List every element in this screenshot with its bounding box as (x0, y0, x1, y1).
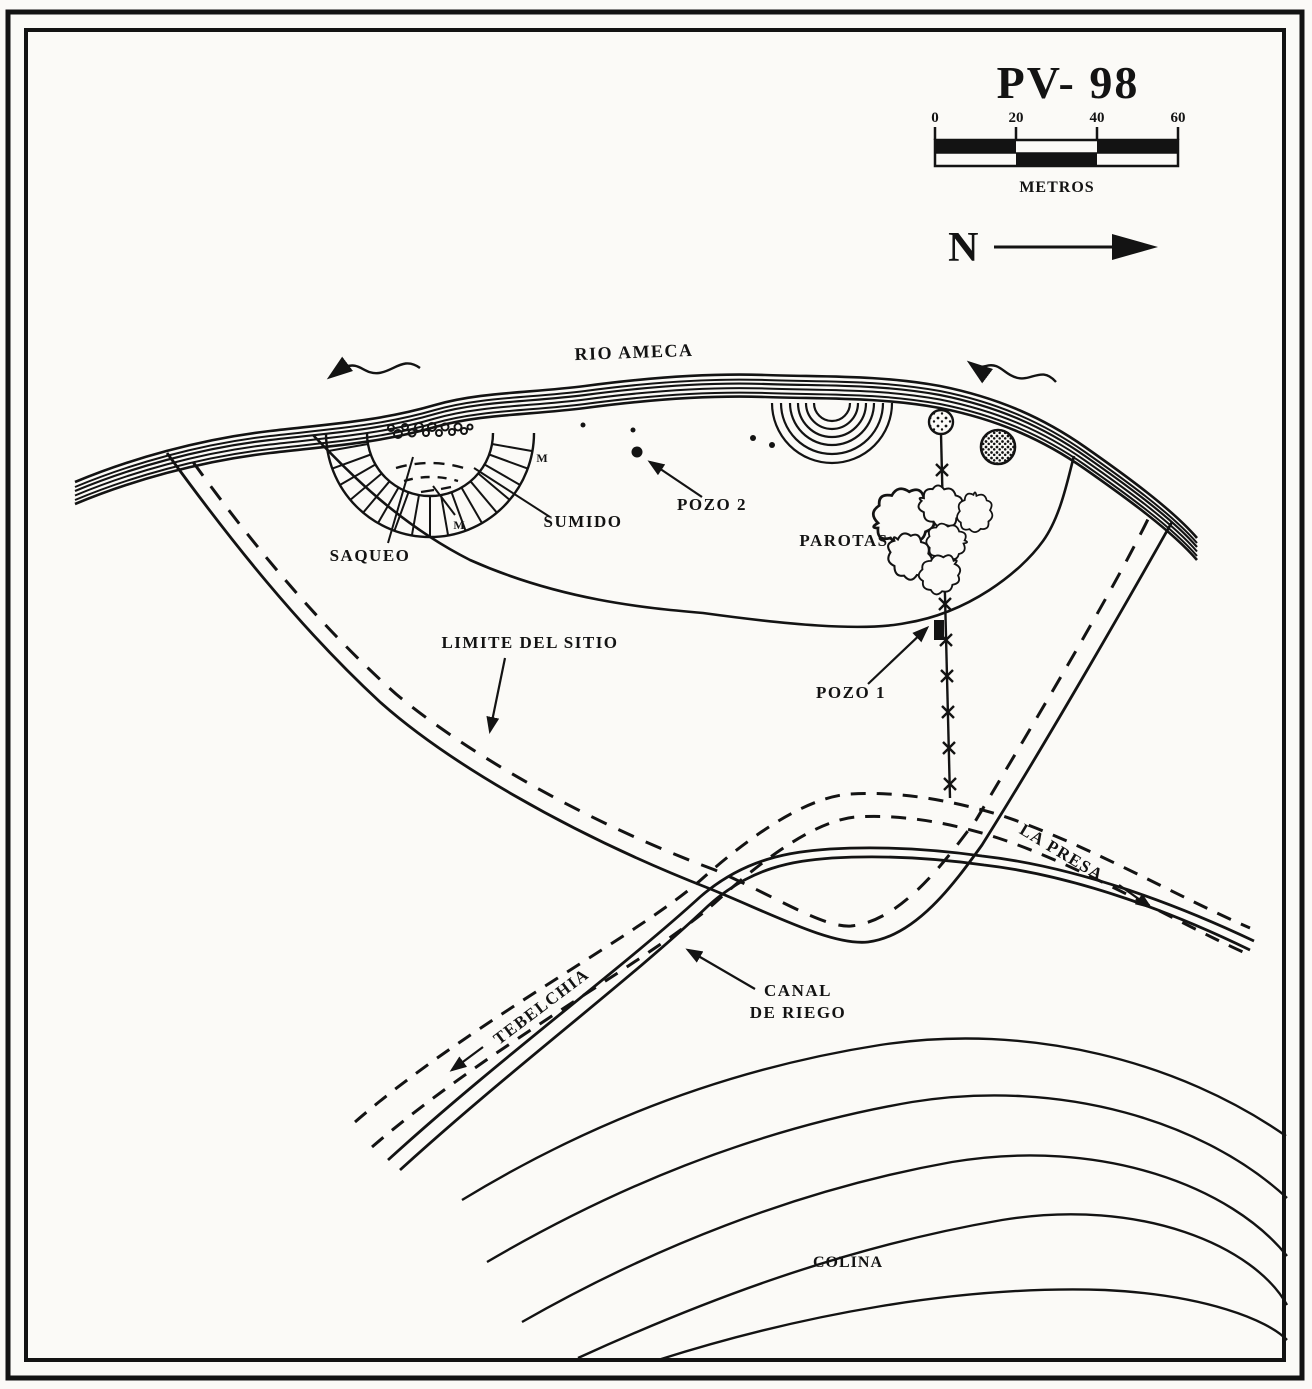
site-limit-solid-line (165, 452, 1174, 944)
scale-tick-40: 40 (1090, 110, 1105, 126)
scale-tick-0: 0 (931, 110, 939, 126)
sumido-leader-line (473, 467, 551, 518)
scale-bar: 0 20 40 60 METROS (931, 110, 1185, 196)
river-rio-ameca: RIO AMECA (74, 340, 1198, 561)
site-limit-dashed-line (191, 461, 1153, 928)
m-marker-2: M (453, 518, 464, 532)
site-limit-label: LIMITE DEL SITIO (441, 633, 618, 652)
m-marker-1: M (536, 451, 547, 465)
stippled-circle-large (979, 428, 1017, 466)
sumido-label: SUMIDO (544, 512, 623, 531)
north-label: N (948, 225, 980, 271)
pozo-2-marker: POZO 2 (580, 422, 775, 514)
scale-tick-20: 20 (1009, 110, 1024, 126)
pozo-1-marker: POZO 1 (816, 620, 944, 702)
flow-arrow-left-icon (326, 356, 421, 380)
map-title: PV- 98 (997, 57, 1140, 108)
frame (5, 9, 1305, 1381)
north-arrow-head-icon (1112, 234, 1158, 260)
terrace-edge-line (312, 434, 1076, 629)
canal-label-line1: CANAL (764, 981, 832, 1000)
site-limit-boundary: LIMITE DEL SITIO (165, 452, 1174, 944)
m-leader-line (432, 485, 456, 516)
stones-row (387, 422, 474, 439)
parotas-label: PAROTAS (799, 531, 888, 550)
scale-unit-label: METROS (1019, 179, 1094, 196)
scale-tick-60: 60 (1171, 110, 1186, 126)
colina-contours: COLINA (461, 1037, 1289, 1362)
concentric-arcs-feature (770, 402, 894, 465)
canal-de-riego: CANAL DE RIEGO (387, 846, 1255, 1172)
saqueo-label: SAQUEO (330, 546, 411, 565)
sumido-feature: SAQUEO SUMIDO M M (324, 422, 623, 565)
stippled-circle-small (927, 408, 955, 436)
pozo-2-label: POZO 2 (677, 495, 747, 514)
pozo-1-label: POZO 1 (816, 683, 886, 702)
saqueo-leader-line (387, 456, 414, 544)
flow-arrow-right-icon (966, 360, 1057, 384)
river-label: RIO AMECA (574, 340, 694, 364)
canal-label-line2: DE RIEGO (750, 1003, 847, 1022)
road-direction-arrow-sw (449, 1046, 484, 1072)
north-arrow: N (948, 225, 1158, 271)
colina-label: COLINA (813, 1254, 883, 1271)
